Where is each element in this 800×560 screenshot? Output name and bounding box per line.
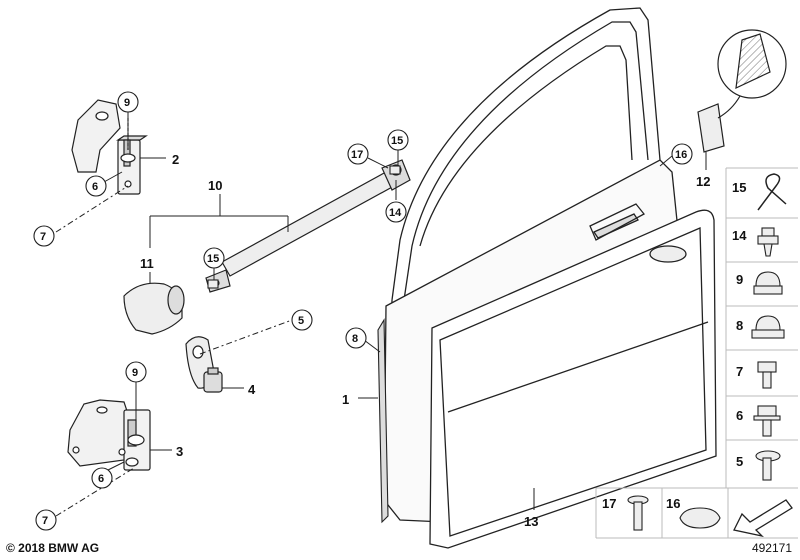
svg-text:9: 9: [132, 367, 138, 379]
svg-text:9: 9: [124, 97, 130, 109]
parts-column-item-8: 8: [736, 318, 743, 333]
callout-15-lower: 15: [203, 247, 225, 269]
svg-text:6: 6: [92, 181, 98, 193]
callout-labels: 2 3 4 1 10 11 12 13: [140, 152, 710, 529]
door-outer-panel: [429, 209, 717, 549]
callout-6-lower: 6: [91, 467, 113, 489]
svg-text:5: 5: [298, 315, 304, 327]
svg-text:6: 6: [98, 473, 104, 485]
callout-7-lower: 7: [35, 509, 57, 531]
bottom-part-16: 16: [666, 496, 680, 511]
bottom-parts-strip: 17 16: [595, 487, 798, 539]
upper-door-hinge: [71, 99, 148, 195]
callout-13: 13: [524, 514, 538, 529]
check-strap-holder: [185, 336, 223, 393]
door-check-strap: [205, 159, 411, 293]
parts-column-item-7: 7: [736, 364, 743, 379]
callout-5: 5: [291, 309, 313, 331]
circled-callouts: 9 6 7 9 6 7 5 8 15 17 14 15 16: [33, 91, 693, 531]
pin-with-collar-icon: [757, 227, 779, 257]
callout-2: 2: [172, 152, 179, 167]
leader-lines: [55, 112, 707, 517]
callout-11: 11: [140, 256, 154, 271]
callout-16: 16: [671, 143, 693, 165]
bolt-17-icon: [627, 495, 649, 531]
callout-6-upper: 6: [85, 175, 107, 197]
svg-text:7: 7: [40, 231, 46, 243]
lower-door-hinge: [67, 399, 151, 471]
door-seal: [377, 318, 389, 524]
spring-clip-icon: [757, 173, 787, 211]
callout-9-lower: 9: [125, 361, 147, 383]
parts-column-item-6: 6: [736, 408, 743, 423]
cap-nut-icon: [753, 271, 783, 295]
callout-14: 14: [385, 201, 407, 223]
parts-column-item-14: 14: [732, 228, 747, 243]
svg-text:17: 17: [351, 149, 363, 161]
bottom-part-17: 17: [602, 496, 616, 511]
document-number: 492171: [751, 541, 792, 555]
callout-1: 1: [342, 392, 349, 407]
hardware-fasteners: [207, 165, 401, 289]
callout-17: 17: [347, 143, 369, 165]
svg-text:14: 14: [389, 207, 402, 219]
plug-16-icon: [679, 507, 721, 529]
copyright-notice: © 2018 BMW AG: [6, 541, 100, 555]
mirror-triangle-trim: [697, 29, 787, 153]
svg-text:7: 7: [42, 515, 48, 527]
parts-column-item-9: 9: [736, 272, 743, 287]
callout-10: 10: [208, 178, 222, 193]
callout-12: 12: [696, 174, 710, 189]
torx-screw-icon: [755, 450, 781, 481]
callout-8: 8: [345, 327, 367, 349]
callout-7-upper: 7: [33, 225, 55, 247]
callout-9-upper: 9: [117, 91, 139, 113]
arrow-icon: [733, 499, 793, 538]
svg-text:15: 15: [207, 253, 219, 265]
parts-column-item-5: 5: [736, 454, 743, 469]
callout-15-upper: 15: [387, 129, 409, 151]
parts-column: 15 14 9 8 7 6 5: [725, 167, 798, 489]
callout-3: 3: [176, 444, 183, 459]
svg-text:16: 16: [675, 149, 687, 161]
flange-bolt-icon: [753, 405, 781, 437]
callout-4: 4: [248, 382, 256, 397]
parts-column-item-15: 15: [732, 180, 746, 195]
svg-text:8: 8: [352, 333, 358, 345]
grommet-icon: [751, 315, 785, 339]
hex-bolt-icon: [757, 361, 777, 389]
rubber-buffer: [123, 282, 185, 335]
svg-text:15: 15: [391, 135, 403, 147]
